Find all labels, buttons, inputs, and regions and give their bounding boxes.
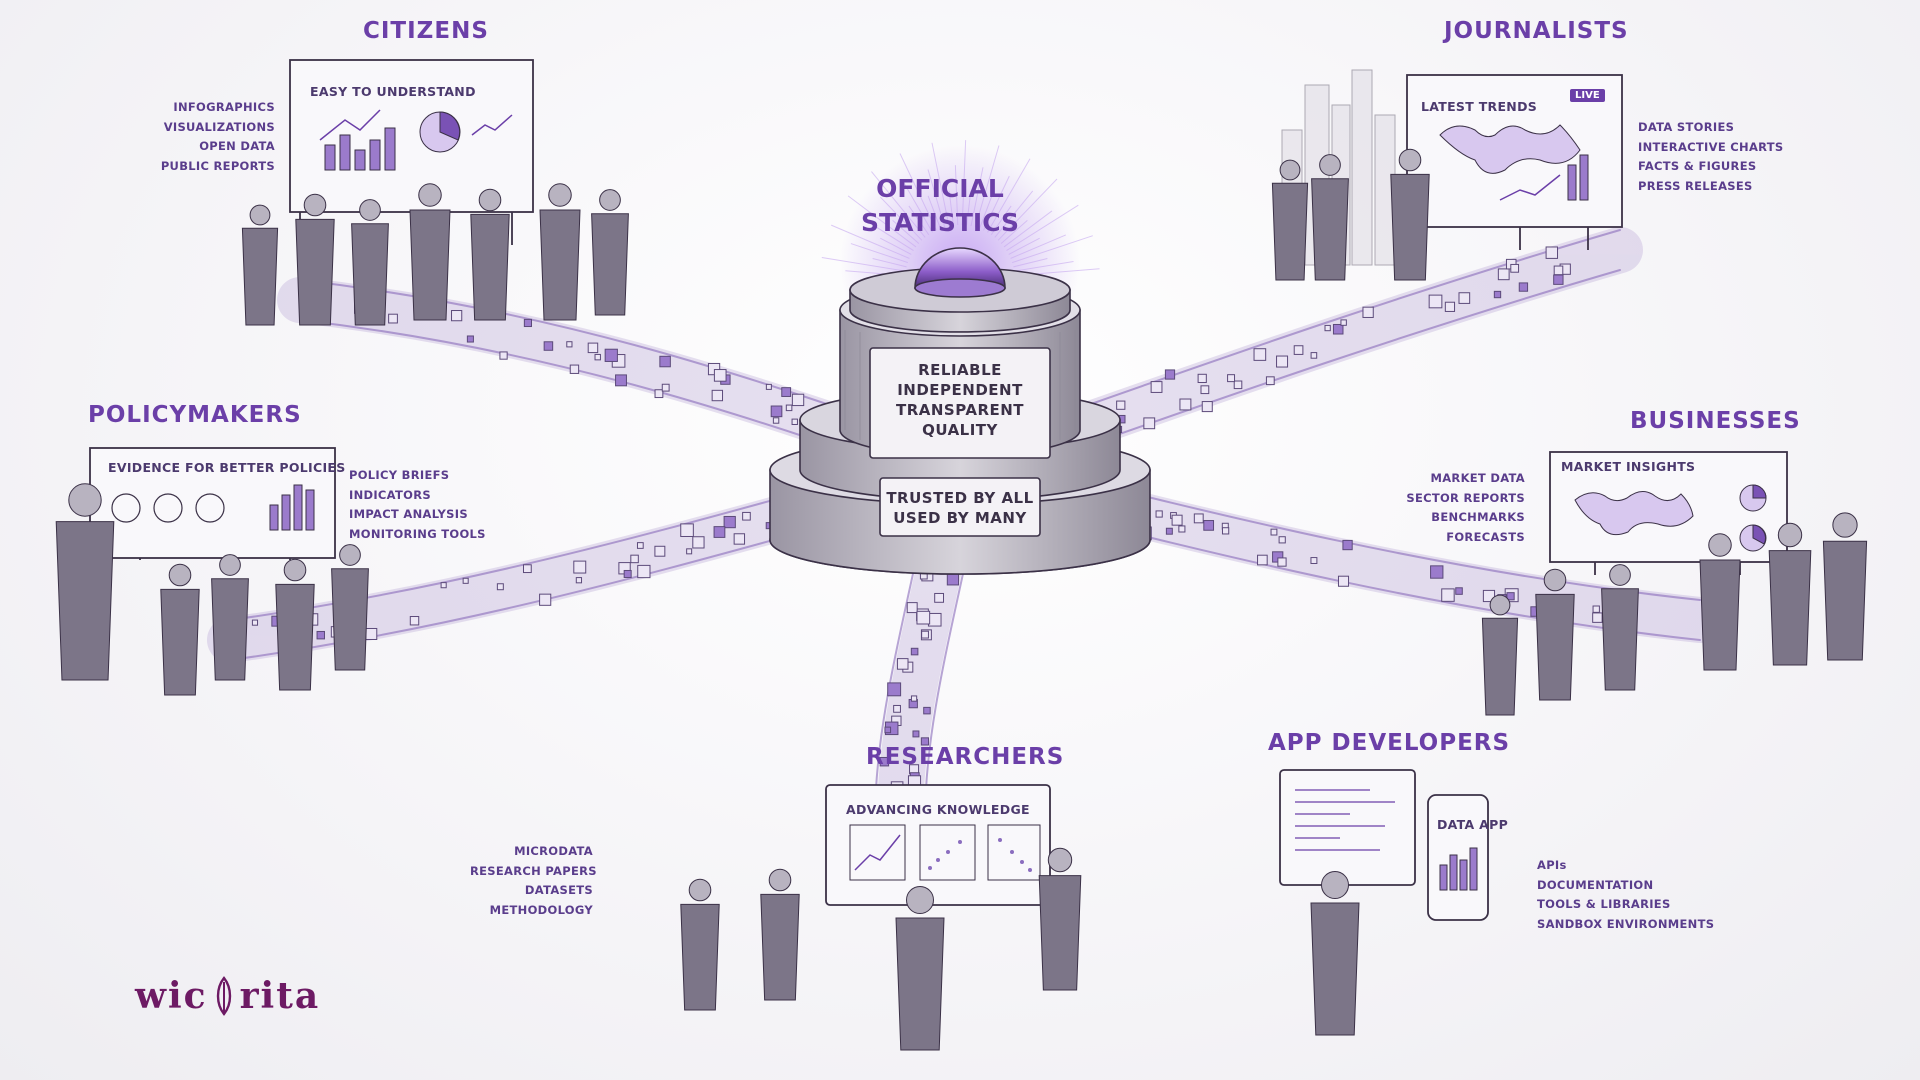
- logo-text-right: rita: [239, 975, 321, 1017]
- citizens-item: INFOGRAPHICS: [173, 100, 275, 114]
- app-developers-list: APIs DOCUMENTATION TOOLS & LIBRARIES SAN…: [1537, 856, 1714, 934]
- plaque-reliable: RELIABLE: [918, 361, 1002, 379]
- businesses-screen-title: MARKET INSIGHTS: [1561, 459, 1696, 474]
- logo-text-left: wic: [135, 975, 208, 1017]
- journalists-item: INTERACTIVE CHARTS: [1638, 139, 1784, 154]
- journalists-title: JOURNALISTS: [1444, 18, 1629, 44]
- citizens-item: PUBLIC REPORTS: [160, 158, 275, 173]
- businesses-title: BUSINESSES: [1630, 408, 1801, 434]
- live-badge: LIVE: [1570, 89, 1605, 102]
- researchers-item: DATASETS: [524, 883, 593, 897]
- app-developers-item: TOOLS & LIBRARIES: [1537, 897, 1671, 911]
- businesses-item: MARKET DATA: [1430, 471, 1525, 485]
- policymakers-list: POLICY BRIEFS INDICATORS IMPACT ANALYSIS…: [349, 466, 486, 544]
- researchers-item: MICRODATA: [514, 844, 593, 858]
- citizens-screen-title: EASY TO UNDERSTAND: [310, 84, 476, 99]
- journalists-item: FACTS & FIGURES: [1638, 159, 1757, 173]
- people: [55, 148, 1868, 1051]
- researchers-list: MICRODATA RESEARCH PAPERS DATASETS METHO…: [470, 842, 597, 920]
- center-title-line2: STATISTICS: [860, 208, 1020, 237]
- policymakers-screen-title: EVIDENCE FOR BETTER POLICIES: [108, 460, 346, 475]
- citizens-title: CITIZENS: [363, 18, 489, 44]
- researchers-screen: [825, 784, 1051, 906]
- businesses-billboard: [1549, 451, 1788, 575]
- monument-plaque-bottom: TRUSTED BY ALL USED BY MANY: [880, 488, 1040, 528]
- app-developers-item: SANDBOX ENVIRONMENTS: [1537, 916, 1715, 931]
- journalists-item: DATA STORIES: [1638, 120, 1735, 134]
- monument-plaque-top: RELIABLE INDEPENDENT TRANSPARENT QUALITY: [870, 360, 1050, 440]
- journalists-list: DATA STORIES INTERACTIVE CHARTS FACTS & …: [1638, 118, 1784, 196]
- businesses-item: BENCHMARKS: [1431, 510, 1525, 524]
- researchers-item: METHODOLOGY: [489, 902, 593, 917]
- plaque-quality: QUALITY: [922, 421, 998, 439]
- journalists-item: PRESS RELEASES: [1638, 178, 1753, 193]
- app-developers-title: APP DEVELOPERS: [1268, 730, 1511, 756]
- citizens-item: VISUALIZATIONS: [163, 119, 275, 134]
- citizens-billboard: [289, 59, 534, 245]
- plaque-trusted: TRUSTED BY ALL: [886, 489, 1034, 507]
- app-developers-screen-title: DATA APP: [1437, 817, 1509, 832]
- app-developer-screens: [1279, 769, 1489, 921]
- citizens-list: INFOGRAPHICS VISUALIZATIONS OPEN DATA PU…: [150, 98, 275, 176]
- app-developers-item: APIs: [1537, 858, 1567, 872]
- researchers-title: RESEARCHERS: [866, 744, 1065, 770]
- plaque-transparent: TRANSPARENT: [895, 401, 1025, 419]
- businesses-item: SECTOR REPORTS: [1406, 490, 1525, 505]
- businesses-item: FORECASTS: [1446, 529, 1525, 544]
- app-developers-item: DOCUMENTATION: [1537, 877, 1654, 892]
- statistics-monument: [769, 247, 1151, 575]
- quill-logo-icon: [216, 976, 231, 1016]
- policymakers-item: IMPACT ANALYSIS: [349, 507, 468, 521]
- policymakers-item: POLICY BRIEFS: [349, 468, 450, 482]
- journalists-screen-title: LATEST TRENDS: [1421, 99, 1538, 114]
- researchers-item: RESEARCH PAPERS: [470, 863, 597, 878]
- plaque-independent: INDEPENDENT: [897, 381, 1023, 399]
- policymakers-item: MONITORING TOOLS: [349, 526, 486, 541]
- businesses-list: MARKET DATA SECTOR REPORTS BENCHMARKS FO…: [1400, 469, 1525, 547]
- policymakers-title: POLICYMAKERS: [88, 402, 302, 428]
- center-title-line1: OFFICIAL: [876, 174, 1004, 203]
- wicrita-logo: wic rita: [135, 975, 320, 1017]
- plaque-used: USED BY MANY: [893, 509, 1027, 527]
- researchers-screen-title: ADVANCING KNOWLEDGE: [846, 802, 1030, 817]
- citizens-item: OPEN DATA: [199, 139, 275, 153]
- policymakers-item: INDICATORS: [349, 487, 431, 502]
- policymakers-billboard: [89, 447, 336, 560]
